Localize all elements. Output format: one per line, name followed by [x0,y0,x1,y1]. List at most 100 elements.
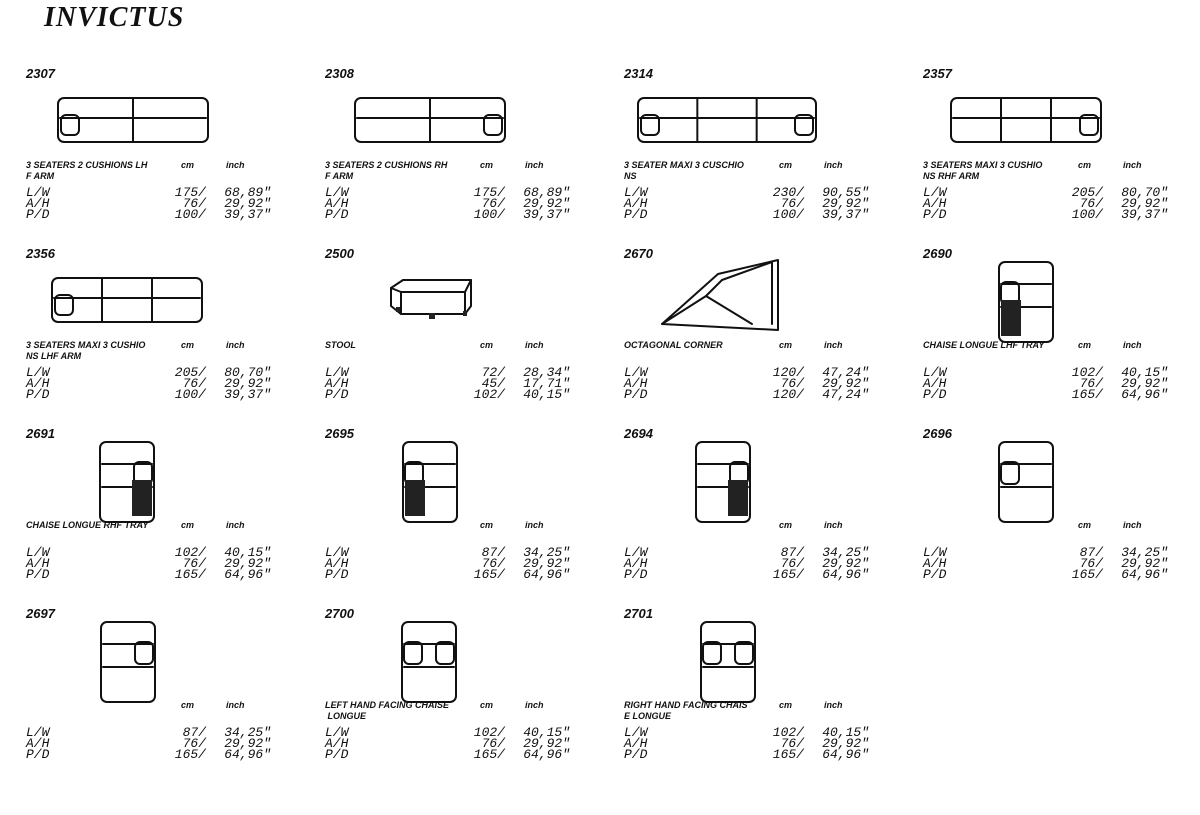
dimension-label: L/W [26,185,50,200]
dimension-label: L/W [325,185,349,200]
product-code: 2701 [624,606,653,621]
dimension-cm: 76/ [780,376,804,391]
unit-cm-label: cm [1078,520,1092,530]
dimension-inch: 29,92" [822,556,869,571]
dimension-cm: 45/ [481,376,505,391]
dimension-cm: 87/ [780,545,804,560]
dimension-inch: 64,96" [1121,567,1168,582]
product-description: LEFT HAND FACING CHAISE LONGUE [325,700,450,721]
dimension-cm: 102/ [473,725,505,740]
dimension-label: P/D [26,567,50,582]
dimension-cm: 87/ [481,545,505,560]
product-drawing [57,97,209,143]
dimension-label: P/D [624,567,648,582]
dimension-inch: 39,37" [1121,207,1168,222]
unit-cm-label: cm [1078,160,1092,170]
unit-inch-label: inch [824,700,843,710]
dimension-inch: 34,25" [224,725,271,740]
dimension-cm: 120/ [772,365,804,380]
product-description: 3 SEATERS 2 CUSHIONS RH F ARM [325,160,448,181]
unit-cm-label: cm [181,340,195,350]
dimension-inch: 29,92" [523,196,570,211]
product-description: CHAISE LONGUE LHF TRAY [923,340,1045,350]
dimension-label: A/H [325,196,349,211]
product-code: 2700 [325,606,354,621]
dimension-cm: 76/ [481,736,505,751]
product-drawing [99,441,155,523]
unit-inch-label: inch [226,520,245,530]
dimension-inch: 29,92" [523,736,570,751]
dimension-inch: 29,92" [224,376,271,391]
product-description: 3 SEATERS MAXI 3 CUSHIO NS RHF ARM [923,160,1043,181]
unit-cm-label: cm [480,520,494,530]
dimension-label: A/H [325,736,349,751]
dimension-inch: 39,37" [523,207,570,222]
catalog-title: INVICTUS [44,2,185,33]
product-code: 2691 [26,426,55,441]
dimension-inch: 29,92" [822,376,869,391]
dimension-label: L/W [325,725,349,740]
dimension-label: P/D [624,747,648,762]
dimension-cm: 87/ [182,725,206,740]
dimension-label: A/H [624,736,648,751]
dimension-inch: 28,34" [523,365,570,380]
dimension-inch: 40,15" [523,725,570,740]
dimension-row: L/W 102/40,15" [325,725,585,740]
dimension-cm: 165/ [174,567,206,582]
product-drawing [950,97,1102,143]
dimension-cm: 102/ [174,545,206,560]
dimension-inch: 80,70" [1121,185,1168,200]
dimension-inch: 64,96" [1121,387,1168,402]
dimension-label: L/W [26,725,50,740]
dimension-inch: 29,92" [523,556,570,571]
dimension-cm: 120/ [772,387,804,402]
dimension-inch: 29,92" [224,196,271,211]
dimension-label: P/D [325,207,349,222]
product-drawing [401,621,457,703]
dimension-inch: 64,96" [822,747,869,762]
dimension-cm: 165/ [772,747,804,762]
product-code: 2670 [624,246,653,261]
dimension-inch: 29,92" [1121,376,1168,391]
dimension-label: L/W [923,185,947,200]
product-code: 2500 [325,246,354,261]
dimension-cm: 230/ [772,185,804,200]
product-code: 2356 [26,246,55,261]
product-description: OCTAGONAL CORNER [624,340,723,350]
unit-cm-label: cm [779,340,793,350]
dimension-cm: 76/ [182,736,206,751]
dimension-cm: 175/ [473,185,505,200]
product-drawing [402,441,458,523]
dimension-label: A/H [624,196,648,211]
dimension-label: P/D [325,567,349,582]
product-drawing [390,279,472,319]
